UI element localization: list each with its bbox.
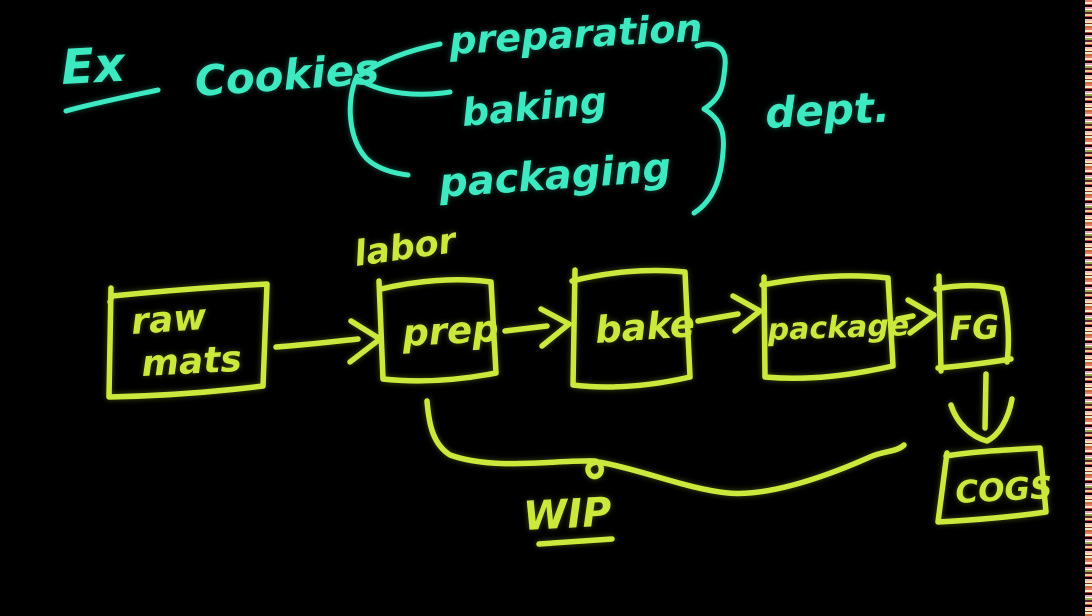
prep-box xyxy=(376,277,499,384)
fork-branch-bottom xyxy=(347,73,411,178)
wip-connector-curve xyxy=(424,398,907,497)
departments-caption: dept. xyxy=(764,83,891,138)
node-raw-mats: raw mats xyxy=(106,281,270,400)
arrow-shaft xyxy=(982,371,989,431)
node-fg: FG xyxy=(933,273,1014,374)
fork-branch-top xyxy=(358,41,443,78)
arrow-head xyxy=(730,293,763,334)
fg-box xyxy=(933,273,1014,374)
department-baking: baking xyxy=(460,78,609,135)
video-noise-edge xyxy=(1085,0,1092,616)
raw-mats-label-line2: mats xyxy=(140,339,242,385)
raw-mats-label-line1: raw xyxy=(130,297,209,343)
arrow-shaft xyxy=(695,311,741,324)
bake-box xyxy=(569,267,693,390)
arrow-shaft xyxy=(273,336,361,350)
arrow-raw-to-prep xyxy=(273,318,383,365)
arrow-prep-to-bake xyxy=(502,306,572,349)
package-box xyxy=(759,273,896,381)
wip-underline xyxy=(536,536,615,547)
example-label: Ex xyxy=(60,37,129,96)
fg-label: FG xyxy=(949,307,1000,348)
process-flow-diagram: labor raw mats prep bake xyxy=(106,221,1054,547)
bake-label: bake xyxy=(594,302,697,352)
department-packaging: packaging xyxy=(436,145,672,207)
example-underline xyxy=(63,87,161,114)
prep-label: prep xyxy=(400,307,499,355)
arrow-head xyxy=(538,306,572,349)
arrow-bake-to-package xyxy=(695,293,763,334)
arrow-head xyxy=(905,297,937,336)
node-bake: bake xyxy=(569,267,697,390)
node-prep: prep xyxy=(376,277,500,384)
cogs-box xyxy=(935,445,1049,525)
package-label: package xyxy=(766,308,910,348)
node-cogs: COGS xyxy=(935,445,1054,525)
fork-connector xyxy=(347,41,453,178)
node-package: package xyxy=(759,273,910,381)
fork-branch-middle xyxy=(357,77,453,97)
example-section: Ex Cookies preparation baking packaging … xyxy=(60,6,891,216)
arrow-shaft xyxy=(502,323,550,334)
cogs-label: COGS xyxy=(955,470,1054,511)
arrow-shaft xyxy=(895,313,916,322)
department-preparation: preparation xyxy=(447,6,703,63)
wip-label: WIP xyxy=(522,489,613,540)
closing-brace xyxy=(691,41,728,216)
arrow-package-to-fg xyxy=(895,297,937,336)
raw-mats-box xyxy=(106,281,270,400)
labor-label: labor xyxy=(352,221,461,275)
arrow-head xyxy=(948,396,1015,444)
arrow-fg-to-cogs xyxy=(948,371,1015,444)
